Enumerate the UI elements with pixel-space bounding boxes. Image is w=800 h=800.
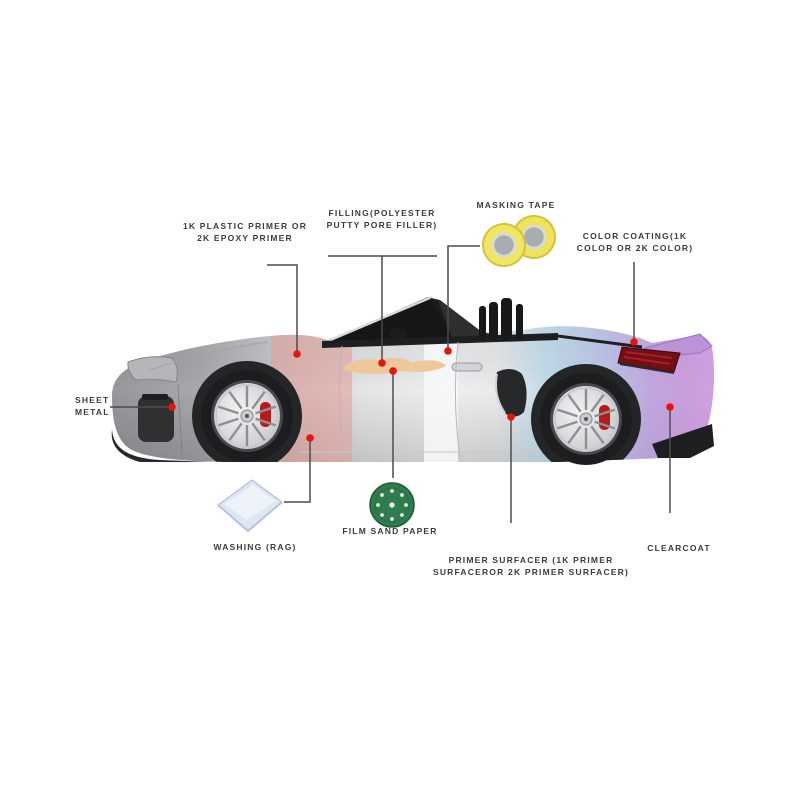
leader-plastic-primer bbox=[267, 264, 298, 352]
folded-top bbox=[430, 298, 520, 341]
windshield bbox=[328, 297, 452, 341]
label-plastic-primer: 1K PLASTIC PRIMER OR 2K EPOXY PRIMER bbox=[183, 221, 307, 244]
leader-lines bbox=[110, 245, 671, 523]
label-filling: FILLING(POLYESTER PUTTY PORE FILLER) bbox=[327, 208, 438, 231]
masking-tape-image bbox=[482, 215, 556, 267]
label-filling-line1: FILLING(POLYESTER bbox=[328, 208, 436, 218]
label-sheet-metal-line1: SHEET bbox=[75, 395, 110, 405]
front-intake bbox=[138, 396, 174, 442]
leader-washing bbox=[284, 441, 311, 503]
bumper-seam bbox=[177, 383, 183, 453]
door-handle bbox=[451, 362, 483, 372]
label-washing: WASHING (RAG) bbox=[213, 542, 296, 554]
front-door-seam bbox=[338, 345, 345, 459]
roll-hoops bbox=[479, 298, 523, 340]
label-clearcoat-line1: CLEARCOAT bbox=[647, 543, 711, 553]
dot-clearcoat bbox=[666, 403, 674, 411]
dot-plastic-primer bbox=[293, 350, 301, 358]
label-primer-surfacer-line1: PRIMER SURFACER (1K PRIMER bbox=[448, 555, 614, 565]
dot-washing bbox=[306, 434, 314, 442]
rear-diffuser bbox=[652, 424, 714, 458]
masking-stripe bbox=[424, 326, 458, 462]
hood-seam bbox=[149, 341, 269, 371]
side-mirror bbox=[389, 328, 407, 340]
dot-masking-tape bbox=[444, 347, 452, 355]
rear-wheel bbox=[538, 371, 634, 467]
dot-filling bbox=[378, 359, 386, 367]
label-film-sand-paper: FILM SAND PAPER bbox=[342, 526, 437, 538]
sanding-disc-image bbox=[369, 482, 415, 528]
dot-film-sand-paper bbox=[389, 367, 397, 375]
label-sheet-metal: SHEET METAL bbox=[75, 395, 110, 418]
washing-rag-image bbox=[217, 479, 283, 533]
windshield-frame bbox=[327, 295, 433, 343]
label-plastic-primer-line2: 2K EPOXY PRIMER bbox=[197, 232, 293, 243]
front-wheel bbox=[199, 368, 295, 464]
label-color-coating-line1: COLOR COATING(1K bbox=[582, 231, 688, 241]
car-image bbox=[111, 295, 715, 467]
putty-patch bbox=[343, 357, 446, 375]
dot-primer-surfacer bbox=[507, 413, 515, 421]
side-air-intake bbox=[496, 368, 527, 417]
label-sheet-metal-line2: METAL bbox=[75, 406, 110, 417]
beltline-trim bbox=[322, 333, 558, 348]
label-filling-line2: PUTTY PORE FILLER) bbox=[326, 219, 438, 230]
dot-color-coating bbox=[630, 338, 638, 346]
marker-dots bbox=[168, 338, 674, 442]
label-plastic-primer-line1: 1K PLASTIC PRIMER OR bbox=[182, 221, 308, 231]
rear-door-seam bbox=[454, 341, 461, 459]
label-washing-line1: WASHING (RAG) bbox=[213, 542, 297, 552]
label-primer-surfacer: PRIMER SURFACER (1K PRIMER SURFACEROR 2K… bbox=[433, 555, 629, 578]
label-color-coating: COLOR COATING(1K COLOR OR 2K COLOR) bbox=[577, 231, 694, 254]
label-masking-tape-line1: MASKING TAPE bbox=[476, 200, 556, 210]
label-clearcoat: CLEARCOAT bbox=[647, 543, 711, 555]
dot-sheet-metal bbox=[168, 403, 176, 411]
label-primer-surfacer-line2: SURFACEROR 2K PRIMER SURFACER) bbox=[432, 566, 630, 577]
label-masking-tape: MASKING TAPE bbox=[477, 200, 556, 212]
rear-deck-trim bbox=[557, 334, 643, 349]
label-color-coating-line2: COLOR OR 2K COLOR) bbox=[576, 242, 694, 253]
label-film-sand-paper-line1: FILM SAND PAPER bbox=[342, 526, 438, 536]
leader-masking-tape bbox=[447, 245, 480, 349]
